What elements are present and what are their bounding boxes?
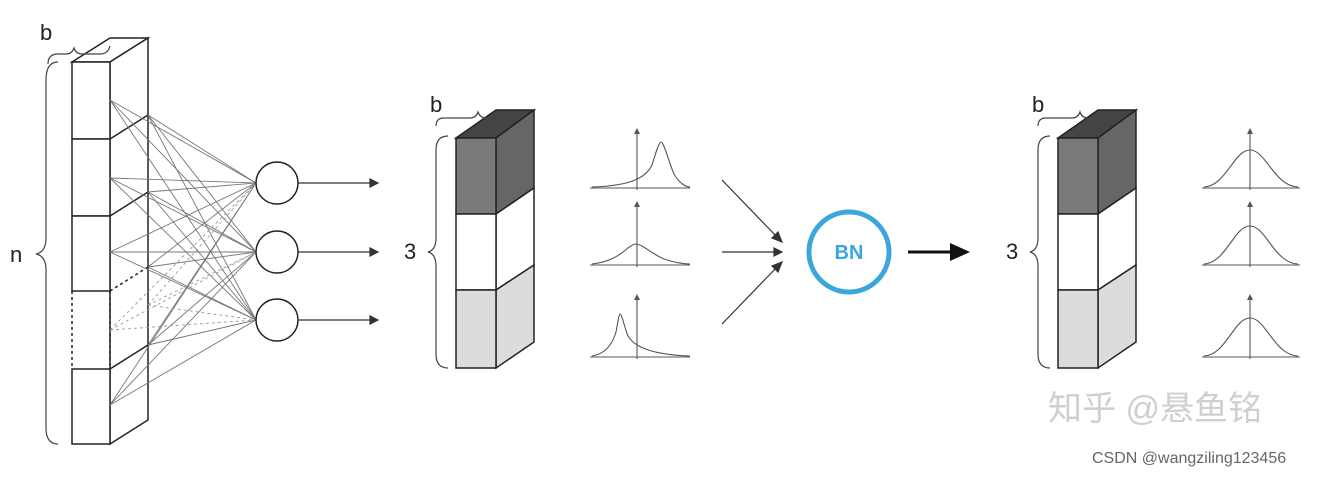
input-width-label: b (40, 20, 52, 45)
batch-before-depth-brace (427, 135, 449, 369)
csdn-watermark: CSDN @wangziling123456 (1092, 450, 1286, 467)
batch-after-block-dark (1057, 137, 1099, 215)
input-stack-side-face (109, 36, 149, 446)
input-cell-3 (71, 215, 111, 292)
batch-after-block-light (1057, 289, 1099, 369)
batch-after-depth-brace (1029, 135, 1051, 369)
dist-before-2 (590, 201, 691, 267)
neuron-outputs (298, 178, 380, 325)
arrows-into-bn (721, 179, 784, 325)
batch-before-block-light (455, 289, 497, 369)
batch-after-width-brace (1037, 110, 1100, 127)
connections (109, 99, 257, 406)
dist-after-3 (1202, 294, 1300, 359)
dist-after-2 (1202, 201, 1300, 267)
dist-before-1 (590, 128, 691, 190)
zhihu-watermark: 知乎 @悬鱼铭 (1048, 390, 1262, 428)
input-cell-last (71, 368, 111, 445)
input-cell-2 (71, 138, 111, 217)
neurons (255, 161, 299, 342)
batch-before-block-dark (455, 137, 497, 215)
dist-before-3 (590, 294, 691, 359)
batch-before (453, 108, 537, 370)
bn-output-arrow (908, 243, 970, 261)
batch-before-width-brace (435, 110, 498, 127)
neuron-2 (255, 230, 299, 274)
bn-label: BN (835, 242, 864, 264)
input-width-brace (47, 45, 111, 65)
bn-circle (806, 209, 892, 295)
batch-before-block-white (455, 213, 497, 291)
batch-after (1055, 108, 1139, 370)
input-height-brace (35, 61, 59, 445)
batch-before-depth-label: 3 (404, 239, 416, 264)
batch-after-depth-label: 3 (1006, 239, 1018, 264)
neuron-1 (255, 161, 299, 205)
input-height-label: n (10, 242, 22, 267)
input-cell-1 (71, 61, 111, 140)
neuron-3 (255, 298, 299, 342)
batch-after-width-label: b (1032, 92, 1044, 117)
batch-before-width-label: b (430, 92, 442, 117)
input-layer (69, 36, 151, 446)
batch-after-block-white (1057, 213, 1099, 291)
connections-dashed (109, 182, 257, 331)
dist-after-1 (1202, 128, 1300, 190)
